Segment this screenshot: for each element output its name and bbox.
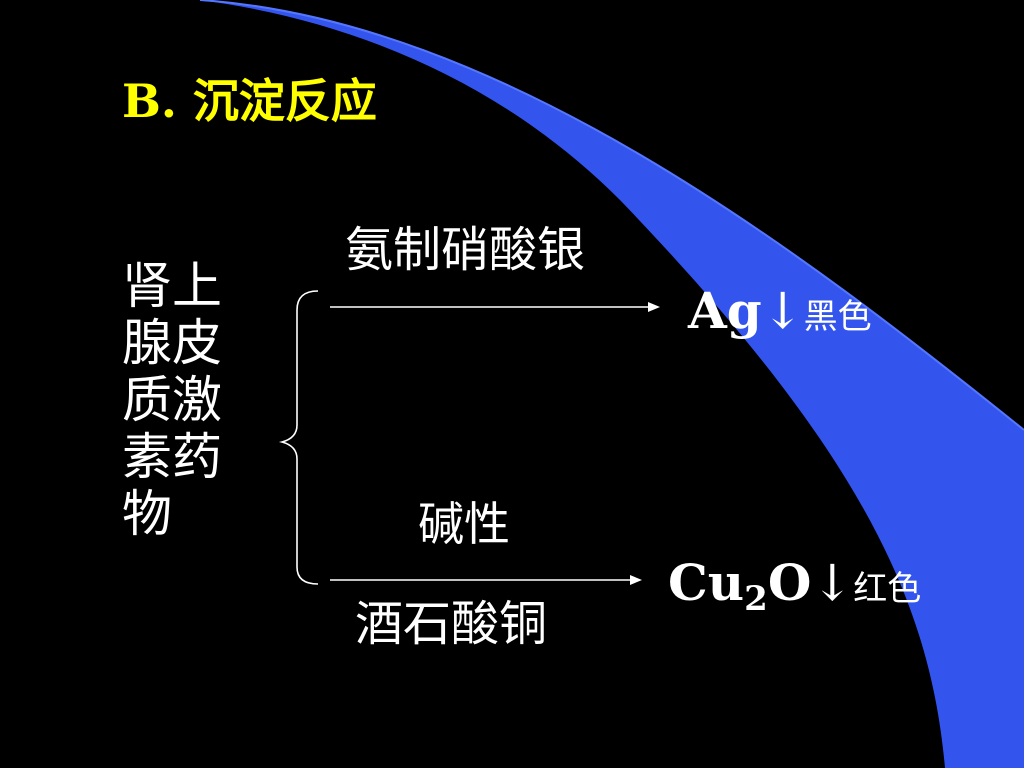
product-formula: Ag xyxy=(688,281,762,340)
product-cuprous-oxide: Cu2O↓红色 xyxy=(668,558,922,619)
slide-title: B.沉淀反应 xyxy=(122,78,377,124)
arrow-bottom-head xyxy=(630,575,642,585)
precipitate-arrow: ↓ xyxy=(811,554,854,612)
blue-swoosh xyxy=(200,0,1024,768)
product-formula-part2: O xyxy=(767,553,812,612)
title-label: B. xyxy=(122,74,177,128)
color-note: 黑色 xyxy=(803,297,872,337)
product-formula-part1: Cu xyxy=(668,553,745,612)
reagent-copper-tartrate: 酒石酸铜 xyxy=(355,596,548,652)
precipitate-arrow: ↓ xyxy=(761,282,804,340)
arrow-top-head xyxy=(648,302,660,312)
condition-alkaline: 碱性 xyxy=(418,497,510,551)
drug-class-label: 肾上腺皮质激素药物 xyxy=(122,257,222,543)
title-text: 沉淀反应 xyxy=(192,74,377,128)
swoosh-edge-line xyxy=(199,0,1024,431)
product-silver: Ag↓黑色 xyxy=(688,286,872,337)
reagent-ammoniacal-silver-nitrate: 氨制硝酸银 xyxy=(345,222,586,278)
brace xyxy=(278,290,319,585)
product-formula-subscript: 2 xyxy=(744,579,768,619)
color-note: 红色 xyxy=(853,569,922,609)
